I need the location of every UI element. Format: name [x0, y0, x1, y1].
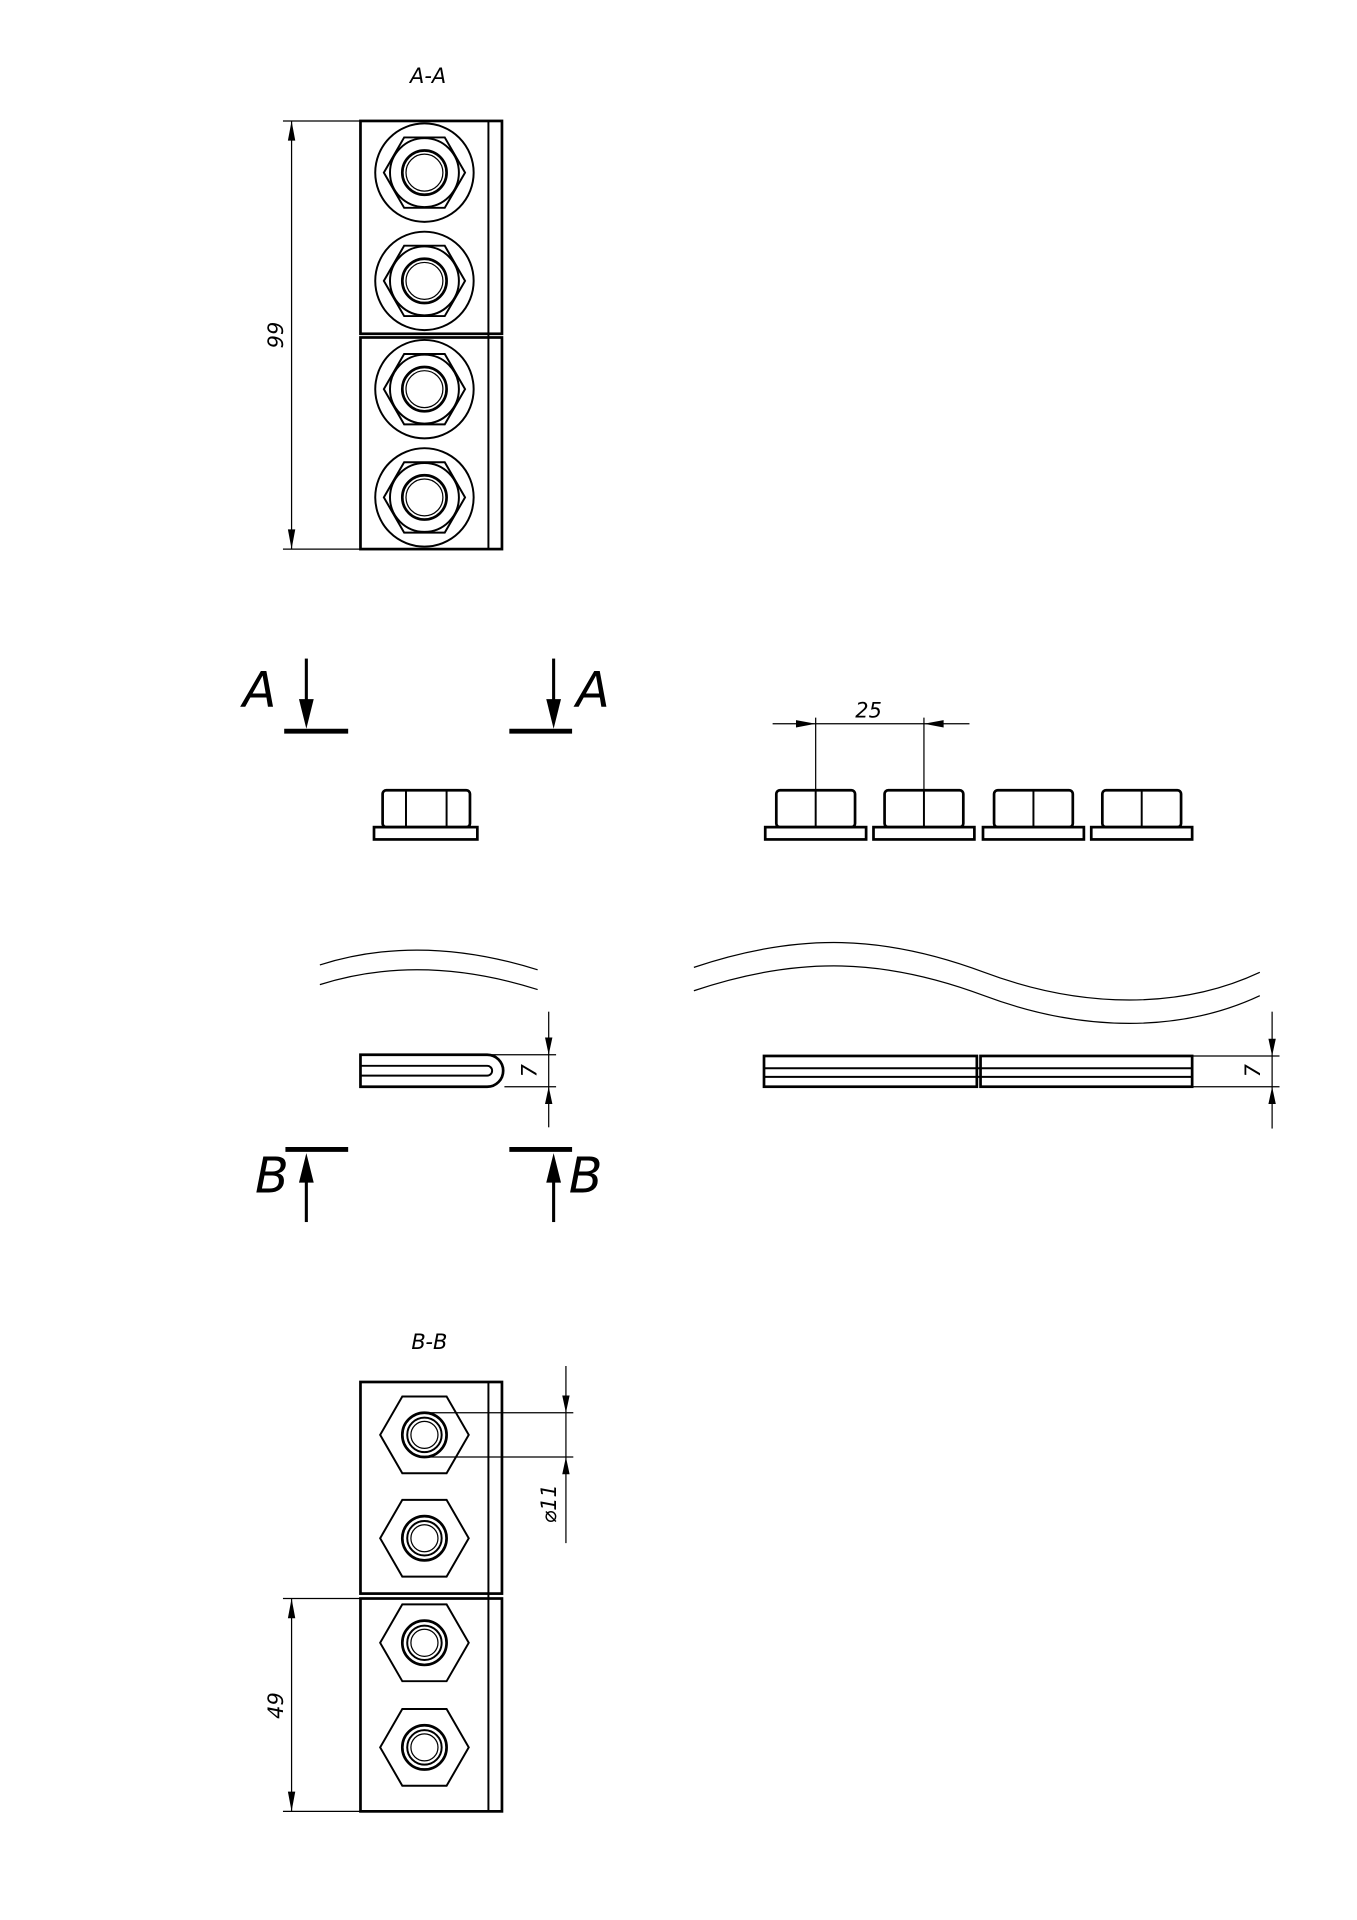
front-view-nuts — [763, 788, 1194, 841]
nut-icon — [763, 788, 868, 841]
dimension-99: 99 — [264, 120, 361, 550]
hex-holes-group — [379, 1395, 470, 1787]
section-bb-title: B-B — [411, 1330, 447, 1354]
plate-upper — [359, 119, 504, 336]
nut-icon — [981, 788, 1086, 841]
hex-hole-icon — [379, 1395, 470, 1475]
hex-hole-icon — [379, 1498, 470, 1578]
dimension-11-label: ⌀11 — [537, 1484, 561, 1523]
hex-hole-icon — [379, 1708, 470, 1787]
dimension-49-label: 49 — [264, 1692, 288, 1719]
hex-hole-icon — [379, 1603, 470, 1683]
bolt-icon — [374, 338, 475, 440]
section-aa-title: A-A — [408, 64, 446, 88]
plate-upper — [359, 1380, 504, 1595]
strip-front-view: 7 — [762, 1011, 1280, 1129]
nut-icon — [372, 788, 479, 841]
plate-lower — [359, 336, 504, 551]
bolt-icon — [374, 447, 475, 548]
bolt-icon — [374, 230, 475, 332]
nut-icon — [1089, 788, 1194, 841]
dimension-99-label: 99 — [264, 322, 288, 349]
section-marker-b: B B — [255, 1147, 602, 1223]
marker-a-right-label: A — [573, 661, 610, 719]
strip-side-view: 7 — [359, 1011, 557, 1128]
dimension-7-right-label: 7 — [1241, 1063, 1265, 1077]
dimension-diameter-11: ⌀11 — [424, 1365, 574, 1544]
break-lines — [319, 941, 1261, 1024]
dimension-7-left-label: 7 — [517, 1063, 541, 1077]
section-aa-view: A-A 99 — [264, 64, 504, 551]
dimension-25-label: 25 — [855, 699, 882, 723]
dimension-49: 49 — [264, 1597, 361, 1812]
side-view-nut — [372, 788, 479, 841]
nut-icon — [872, 788, 976, 841]
dimension-25: 25 — [772, 699, 970, 791]
section-bb-view: B-B ⌀11 49 — [264, 1330, 574, 1813]
marker-b-right-label: B — [569, 1147, 603, 1205]
section-marker-a: A A — [240, 658, 610, 734]
marker-a-left-label: A — [240, 661, 277, 719]
bolts-group — [374, 122, 475, 548]
plate-lower — [359, 1597, 504, 1813]
marker-b-left-label: B — [255, 1147, 289, 1205]
bolt-icon — [374, 122, 475, 223]
